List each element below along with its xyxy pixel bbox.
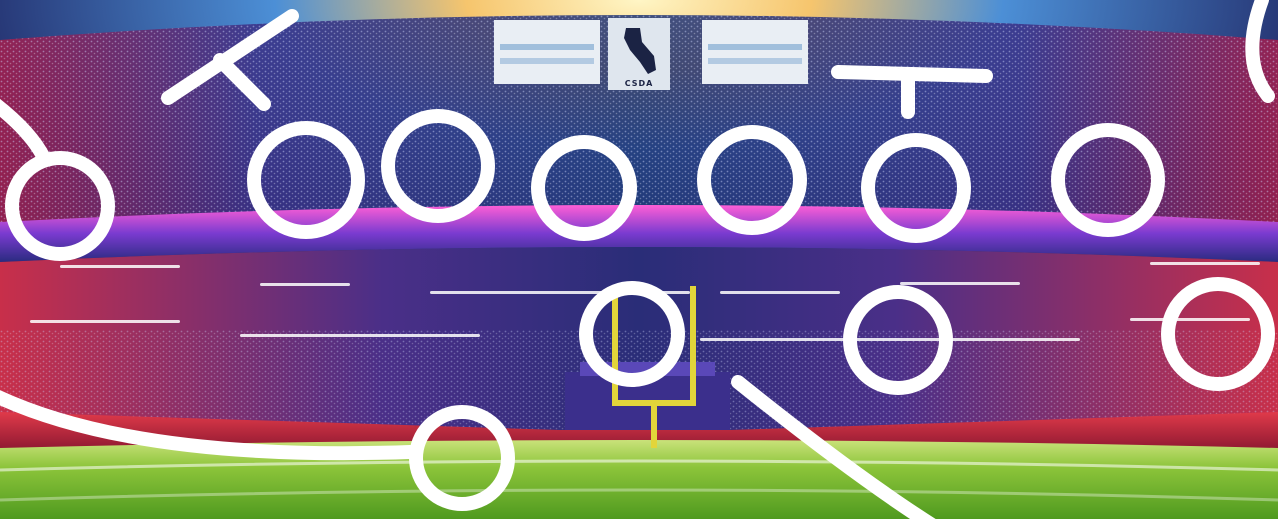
scoreboard: CSDA: [494, 18, 808, 90]
scoreboard-logo-label: CSDA: [625, 79, 654, 88]
scoreboard-left-panel: [494, 20, 600, 84]
scoreboard-right-panel: [702, 20, 808, 84]
